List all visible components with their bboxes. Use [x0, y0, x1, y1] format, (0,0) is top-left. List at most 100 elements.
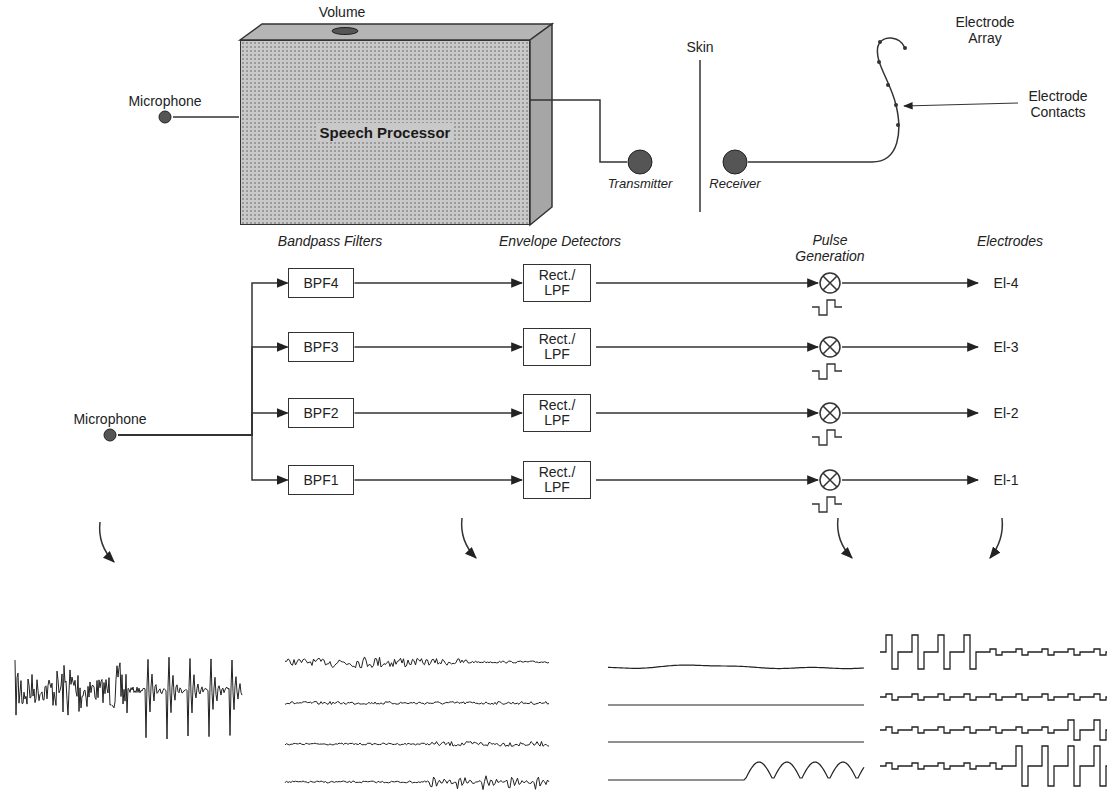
electrode-contact — [896, 123, 900, 127]
curved-arrow — [100, 522, 114, 562]
pulse-stage-wires — [596, 283, 978, 480]
node-text: Speech Processor — [317, 123, 454, 142]
node-text: Receiver — [707, 175, 762, 192]
multiplier-cross — [823, 406, 837, 420]
node-text: BPF2 — [303, 405, 338, 421]
curved-arrow — [838, 518, 852, 558]
signal-wire — [842, 346, 978, 348]
processor-top-face — [240, 24, 552, 40]
pulse-train — [880, 635, 1107, 669]
curved-arrow — [462, 518, 476, 558]
electrode-contact — [894, 103, 898, 107]
input-waveform — [15, 657, 242, 739]
signal-wire — [596, 346, 818, 348]
electrode-contact — [878, 40, 882, 44]
biphasic-pulse — [812, 364, 842, 379]
pulse-symbols — [812, 300, 842, 512]
envelope-detector-box: Rect./ LPF — [523, 394, 591, 433]
part-label: Electrode Contacts — [1018, 88, 1098, 120]
node-text: Microphone — [126, 92, 203, 110]
column-heading: Electrodes — [977, 233, 1043, 249]
curved-arrow — [990, 518, 1002, 558]
processor-side-face — [530, 24, 552, 225]
node-text: BPF3 — [303, 339, 338, 355]
electrode-label: El-1 — [994, 472, 1019, 488]
electrode-contact — [877, 60, 881, 64]
node-text: Rect./ LPF — [531, 398, 583, 429]
signal-wire — [842, 412, 978, 414]
electrode-label: El-4 — [994, 275, 1019, 291]
column-heading: Envelope Detectors — [499, 233, 621, 249]
envelope-waveform — [608, 665, 864, 669]
envelope-waveform — [608, 762, 864, 780]
signal-wire — [596, 282, 818, 284]
signal-connector — [173, 116, 239, 118]
signal-wire — [596, 412, 818, 414]
node-text: Microphone — [71, 410, 148, 428]
signal-wire — [842, 479, 978, 481]
microphone: Microphone — [71, 410, 148, 442]
transmitter-coil: Transmitter — [606, 149, 675, 192]
node-text: Transmitter — [606, 175, 675, 192]
filter-output-waveform — [285, 657, 549, 668]
bandpass-filter-box: BPF4 — [288, 268, 353, 298]
envelope-waveform — [608, 741, 864, 742]
envelope-detector-box: Rect./ LPF — [523, 461, 591, 500]
node-text: Rect./ LPF — [531, 465, 583, 496]
node-text: BPF4 — [303, 275, 338, 291]
multiplier-cross — [823, 340, 837, 354]
multiplier-cross — [823, 473, 837, 487]
pulse-train — [880, 720, 1107, 740]
multiplier-circle — [820, 403, 840, 423]
curved-arrows — [100, 518, 1003, 562]
receiver-coil-shape — [722, 149, 748, 175]
signal-connector — [355, 282, 523, 284]
electrode-contact — [886, 83, 890, 87]
waveforms — [15, 635, 1107, 790]
receiver-coil: Receiver — [707, 149, 762, 192]
node-text: Rect./ LPF — [531, 332, 583, 363]
transmitter-coil-circle — [628, 150, 652, 174]
bandpass-filter-box: BPF2 — [288, 398, 353, 428]
electrode-contact — [903, 46, 907, 50]
signal-connector — [355, 479, 523, 481]
signal-wire — [596, 479, 818, 481]
multipliers — [820, 273, 840, 490]
filter-output-waveform — [285, 702, 549, 705]
pulse-train — [880, 694, 1107, 700]
signal-connector — [355, 412, 523, 414]
filter-output-waveform — [285, 776, 549, 790]
microphone: Microphone — [126, 92, 203, 124]
skin-line — [699, 60, 701, 212]
leader-arrow — [904, 103, 1018, 106]
microphone-circle — [159, 111, 171, 123]
microphone-shape — [103, 428, 117, 442]
envelope-waveform — [608, 704, 864, 705]
microphone-circle — [104, 429, 116, 441]
electrode-label: El-2 — [994, 405, 1019, 421]
column-heading: Bandpass Filters — [278, 233, 382, 249]
electrode-array — [748, 38, 905, 162]
speech-processor-box: Speech Processor — [240, 40, 530, 225]
microphone-shape — [158, 110, 172, 124]
control-label: Volume — [319, 4, 366, 20]
multiplier-circle — [820, 337, 840, 357]
volume-knob — [332, 28, 358, 35]
transmitter-coil-shape — [627, 149, 653, 175]
signal-connector — [118, 435, 287, 480]
part-label: Electrode Array — [938, 14, 1033, 46]
receiver-coil-circle — [723, 150, 747, 174]
bandpass-filter-box: BPF3 — [288, 332, 353, 362]
electrode-contacts — [877, 40, 907, 127]
filter-output-waveform — [285, 742, 549, 747]
signal-wire — [842, 282, 978, 284]
node-text: Rect./ LPF — [531, 268, 583, 299]
envelope-detector-box: Rect./ LPF — [523, 328, 591, 367]
column-heading: Pulse Generation — [789, 232, 871, 264]
biphasic-pulse — [812, 300, 842, 315]
skin-label: Skin — [686, 39, 713, 55]
multiplier-cross — [823, 276, 837, 290]
signal-connector — [530, 100, 627, 162]
biphasic-pulse — [812, 497, 842, 512]
